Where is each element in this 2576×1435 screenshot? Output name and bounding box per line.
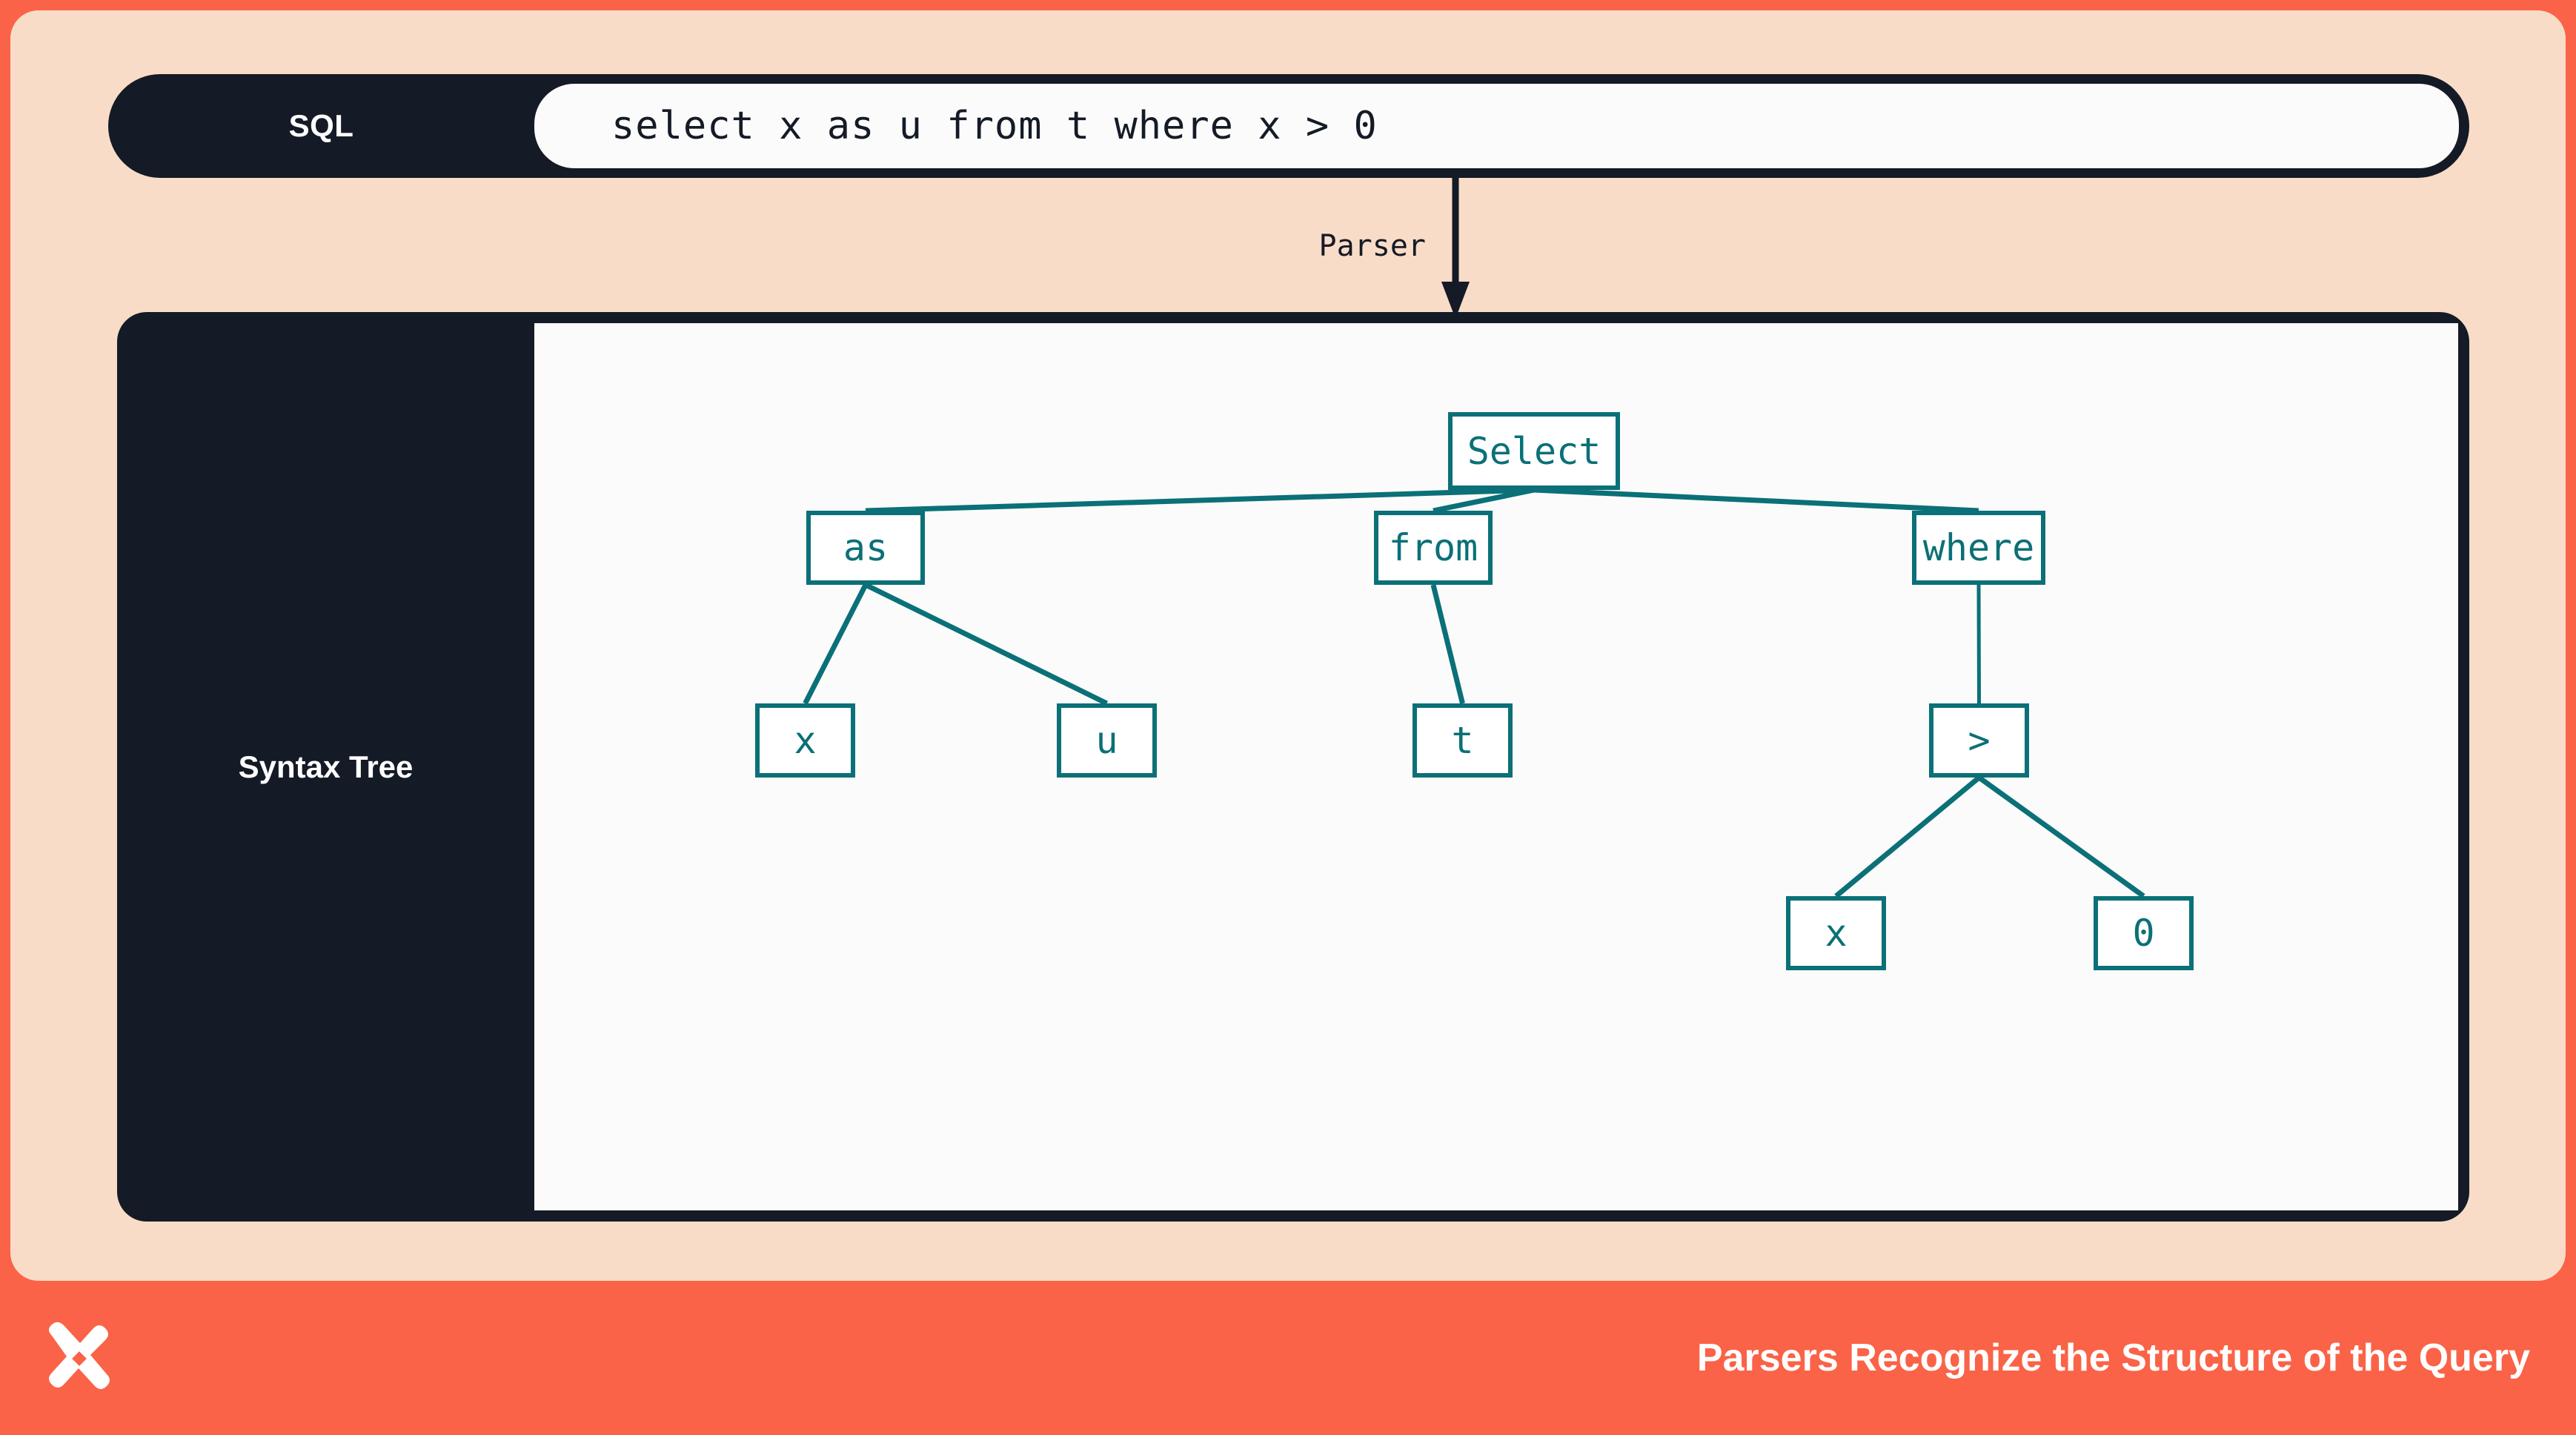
- tree-node-x2: x: [1786, 896, 1886, 970]
- tree-node-label: t: [1451, 719, 1474, 762]
- tree-edge-from-t: [1430, 584, 1465, 704]
- tree-edge-select-where: [1533, 487, 1979, 514]
- tree-node-t: t: [1413, 703, 1513, 778]
- footer-bar: Parsers Recognize the Structure of the Q…: [0, 1281, 2576, 1435]
- tree-node-label: 0: [2132, 912, 2155, 955]
- tree-node-gt: >: [1929, 703, 2029, 778]
- tree-node-label: x: [794, 719, 817, 762]
- tree-edge-gt-x2: [1834, 775, 1981, 898]
- footer-caption: Parsers Recognize the Structure of the Q…: [1696, 1336, 2530, 1379]
- syntax-tree-label: Syntax Tree: [238, 749, 414, 784]
- syntax-tree-canvas: Select as from where x u t > x 0: [534, 323, 2458, 1210]
- tree-edge-gt-zero: [1977, 775, 2145, 898]
- tree-node-label: x: [1825, 912, 1848, 955]
- tree-edge-as-u: [864, 582, 1109, 706]
- tree-node-label: from: [1388, 526, 1478, 569]
- sql-row-label: SQL: [288, 108, 354, 143]
- tree-node-where: where: [1912, 511, 2045, 585]
- tree-node-label: u: [1095, 719, 1118, 762]
- syntax-tree-side-label-area: Syntax Tree: [117, 312, 534, 1222]
- tree-edge-as-x1: [803, 583, 869, 705]
- tree-node-label: where: [1922, 526, 2035, 569]
- tree-edge-select-as: [865, 487, 1535, 514]
- tree-node-label: Select: [1467, 429, 1601, 473]
- sql-input-row: SQL select x as u from t where x > 0: [108, 74, 2469, 178]
- x-mark-logo-icon: [49, 1322, 110, 1389]
- sql-query-text: select x as u from t where x > 0: [611, 104, 1378, 148]
- tree-node-x1: x: [755, 703, 855, 778]
- tree-node-as: as: [806, 511, 925, 585]
- content-card: SQL select x as u from t where x > 0 Par…: [10, 10, 2566, 1281]
- tree-node-label: >: [1968, 719, 1991, 762]
- tree-node-from: from: [1374, 511, 1493, 585]
- syntax-tree-panel: Syntax Tree Select as from where x u t > x 0: [117, 312, 2469, 1222]
- parser-arrow-label: Parser: [1318, 229, 1427, 263]
- tree-node-u: u: [1057, 703, 1157, 778]
- tree-node-zero: 0: [2094, 896, 2194, 970]
- tree-node-label: as: [843, 526, 889, 569]
- tree-node-select: Select: [1448, 412, 1620, 490]
- tree-edge-select-from: [1433, 487, 1535, 514]
- sql-query-field[interactable]: select x as u from t where x > 0: [534, 84, 2459, 168]
- parser-arrow-icon: [1441, 178, 1470, 319]
